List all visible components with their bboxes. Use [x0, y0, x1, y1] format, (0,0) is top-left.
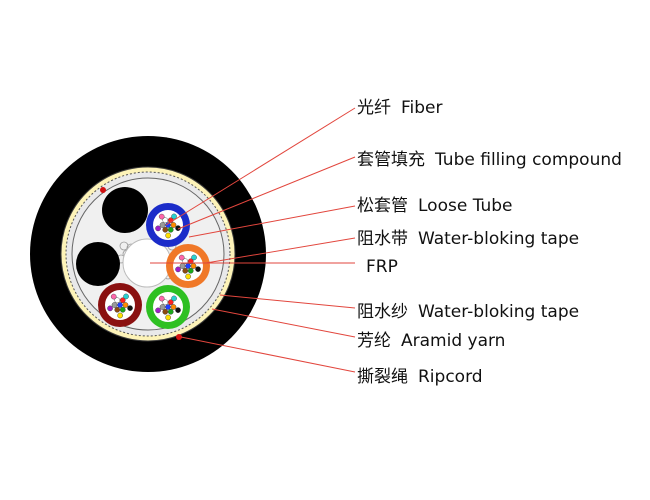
fiber — [179, 263, 186, 269]
fiber — [165, 314, 171, 321]
label-filling-cn: 套管填充 — [357, 150, 425, 170]
label-fiber-cn: 光纤 — [357, 98, 391, 118]
fiber — [171, 295, 177, 302]
leader-line-wb-yarn — [219, 294, 356, 309]
label-fiber: 光纤 Fiber — [357, 98, 443, 118]
fiber — [155, 307, 161, 314]
leader-line-fiber — [165, 107, 356, 226]
fiber — [158, 295, 165, 302]
fiber — [159, 304, 166, 310]
label-wb-tape-en: Water-bloking tape — [418, 229, 580, 249]
fiber — [114, 297, 121, 304]
fiber — [162, 299, 169, 306]
fiber — [167, 308, 174, 315]
fiber — [114, 306, 121, 313]
fiber — [170, 222, 177, 228]
fiber — [185, 263, 191, 269]
label-wb-yarn: 阻水纱 Water-bloking tape — [357, 302, 579, 322]
label-aramid: 芳纶 Aramid yarn — [357, 331, 505, 351]
loose-tube-green — [146, 285, 190, 329]
label-ripcord: 撕裂绳 Ripcord — [357, 367, 483, 387]
fiber — [162, 217, 169, 224]
leader-line-wb-tape — [205, 237, 356, 264]
label-aramid-cn: 芳纶 — [357, 331, 391, 351]
fiber — [162, 226, 169, 233]
loose-tube-blue — [146, 203, 190, 247]
fiber — [170, 304, 177, 310]
label-fiber-en: Fiber — [401, 98, 443, 118]
label-wb-yarn-cn: 阻水纱 — [357, 302, 408, 322]
fiber — [122, 302, 129, 308]
fiber — [187, 267, 194, 274]
loose-tube-red — [98, 283, 142, 327]
ripcord-top — [100, 187, 106, 193]
fiber — [155, 225, 161, 232]
fiber — [175, 307, 181, 313]
fiber — [182, 267, 189, 274]
loose-tube-orange — [166, 244, 210, 288]
label-filling: 套管填充 Tube filling compound — [357, 150, 622, 170]
label-ripcord-en: Ripcord — [418, 367, 483, 387]
fiber — [159, 222, 166, 228]
fiber — [111, 302, 118, 308]
filler-rod-left — [76, 242, 120, 286]
leader-lines — [150, 107, 356, 373]
label-ripcord-cn: 撕裂绳 — [357, 367, 408, 387]
fiber — [171, 213, 177, 220]
label-filling-en: Tube filling compound — [435, 150, 622, 170]
label-loose-tube-cn: 松套管 — [357, 196, 408, 216]
fiber — [162, 308, 169, 315]
fiber — [123, 293, 129, 300]
leader-line-filling — [177, 156, 356, 230]
loose-tubes — [98, 203, 210, 329]
fiber — [191, 254, 197, 261]
fiber — [175, 266, 181, 273]
fiber — [107, 305, 113, 312]
leader-line-aramid — [211, 308, 356, 338]
fiber — [165, 222, 171, 228]
fiber — [119, 306, 126, 313]
fiber — [119, 297, 126, 304]
fiber — [190, 263, 197, 269]
ripcord-bottom — [176, 334, 182, 340]
label-loose-tube-en: Loose Tube — [418, 196, 513, 216]
fiber — [165, 232, 171, 239]
leader-line-ripcord — [180, 336, 356, 373]
fiber — [165, 304, 171, 310]
fiber — [185, 273, 191, 280]
fiber — [167, 299, 174, 306]
fiber — [117, 302, 123, 308]
fiber — [178, 254, 185, 261]
leader-line-loose-tube — [188, 205, 356, 238]
fiber — [167, 226, 174, 233]
fiber — [117, 312, 123, 319]
fiber — [110, 293, 117, 300]
label-loose-tube: 松套管 Loose Tube — [357, 196, 513, 216]
label-wb-tape-cn: 阻水带 — [357, 229, 408, 249]
label-aramid-en: Aramid yarn — [401, 331, 506, 351]
filler-rod-top-left — [102, 187, 148, 233]
label-wb-yarn-en: Water-bloking tape — [418, 302, 580, 322]
label-wb-tape: 阻水带 Water-bloking tape — [357, 229, 579, 249]
fiber — [195, 266, 201, 272]
fiber — [158, 213, 165, 220]
fiber — [127, 305, 133, 311]
label-frp: FRP — [366, 257, 398, 277]
label-frp-en: FRP — [366, 257, 398, 277]
